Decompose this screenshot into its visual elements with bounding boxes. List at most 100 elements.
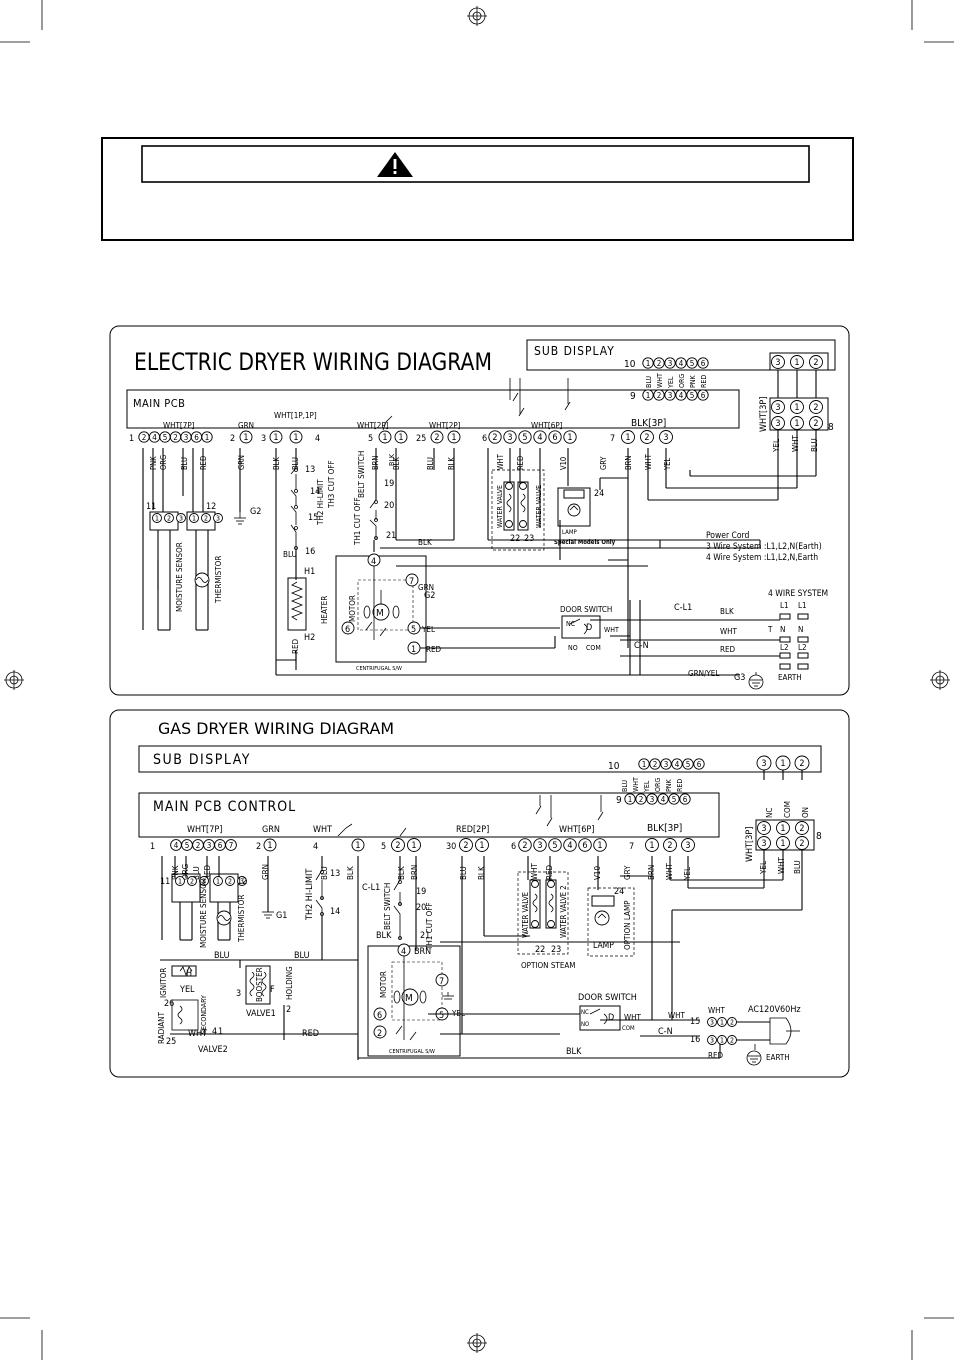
electric-c2pb-num: 25	[416, 434, 426, 444]
electric-wire-yel: YEL	[421, 625, 435, 634]
connector-pin	[693, 758, 705, 770]
electric-conn-blk3p: BLK[3P]	[631, 418, 666, 429]
connector-pin-label: 4	[661, 795, 666, 804]
gas-motor-m: M	[405, 993, 413, 1004]
gas-diagram: GAS DRYER WIRING DIAGRAM SUB DISPLAY MAI…	[109, 709, 850, 1078]
connector-pin-label: 5	[185, 841, 190, 850]
electric-g3-label: G3	[734, 673, 745, 683]
wire-color-label: YEL	[667, 376, 675, 389]
wire-color-label: BLU	[621, 780, 629, 792]
connector-pin	[518, 838, 532, 852]
electric-ground-g2	[234, 512, 246, 525]
connector-pin-label: 3	[668, 359, 673, 368]
connector-pin-label: 2	[657, 391, 662, 400]
gas-red2p-num: 30	[446, 842, 456, 852]
electric-conn-wht1p: WHT[1P,1P]	[274, 411, 317, 420]
connector-pin	[671, 758, 683, 770]
connector-pin-label: 3	[668, 391, 673, 400]
gas-h-label: H	[186, 969, 192, 979]
electric-door-com: COM	[586, 644, 601, 652]
wire-color-label: YEL	[643, 780, 651, 793]
gas-booster-label: BOOSTER	[255, 967, 264, 1002]
gas-door-nc: NC	[581, 1009, 589, 1016]
connector-pin	[624, 793, 636, 805]
electric-c-n: C-N	[634, 641, 649, 651]
connector-pin-label: 1	[398, 433, 403, 443]
connector-pin-label: 1	[267, 841, 272, 851]
connector-pin-label: 1	[794, 403, 799, 413]
connector-pin	[664, 389, 676, 401]
electric-num-8: 8	[828, 422, 834, 433]
connector-pin	[642, 357, 654, 369]
gas-conn-wht7p: WHT[7P]	[187, 825, 222, 835]
gas-num-24: 24	[614, 887, 624, 897]
electric-conn-grn: GRN	[238, 421, 254, 430]
connector-pin-label: 1	[780, 839, 785, 849]
connector-pin-label: 2	[463, 841, 468, 851]
electric-diagram: ELECTRIC DRYER WIRING DIAGRAM SUB DISPLA…	[109, 325, 850, 696]
connector-pin	[176, 513, 186, 523]
gas-motor-symbol	[401, 988, 419, 1006]
connector-pin	[175, 876, 185, 886]
gas-wire-wht-ign: WHT	[188, 1029, 207, 1039]
gas-right-on: ON	[801, 807, 810, 818]
electric-grn-num: 2	[230, 434, 235, 444]
connector-pin-label: 1	[216, 878, 220, 886]
electric-title: ELECTRIC DRYER WIRING DIAGRAM	[134, 348, 492, 376]
wire-color-label: PNK	[689, 374, 697, 388]
connector-pin	[638, 758, 650, 770]
wire-color-label: BLK	[477, 866, 486, 880]
gas-conn-wht: WHT	[313, 825, 332, 835]
connector-pin	[717, 1017, 727, 1027]
connector-pin	[199, 876, 209, 886]
electric-panel-frame	[109, 325, 850, 696]
connector-pin-label: 3	[710, 1019, 714, 1027]
electric-right-conn-label: WHT[3P]	[759, 397, 769, 432]
electric-n-a: N	[780, 625, 785, 634]
connector-pin-label: 1	[720, 1037, 724, 1045]
electric-sub-display-label: SUB DISPLAY	[534, 344, 615, 358]
connector-pin-label: 3	[663, 433, 668, 443]
electric-c2p-num: 5	[368, 434, 373, 444]
connector-pin-label: 3	[507, 433, 512, 443]
connector-pin-label: 3	[775, 419, 780, 429]
electric-water-valve-2: WATER VALVE	[535, 485, 543, 528]
wire-color-label: BLU	[320, 866, 329, 880]
gas-num-11: 11	[160, 877, 170, 887]
wire-color-label: BLU	[192, 866, 201, 880]
connector-pin	[152, 513, 162, 523]
gas-connector-wht: 1	[351, 838, 365, 852]
gas-sub-display-box	[138, 745, 822, 773]
connector-pin	[640, 430, 654, 444]
connector-pin	[727, 1035, 737, 1045]
connector-pin	[771, 355, 785, 369]
gas-num-22: 22	[535, 945, 545, 955]
electric-c3p-num: 7	[610, 434, 615, 444]
connector-pin	[563, 430, 577, 444]
electric-right-wire-yel: YEL	[772, 439, 781, 453]
gas-valve2-label: VALVE2	[198, 1045, 228, 1055]
gas-right-nc: NC	[765, 808, 774, 818]
electric-motor-5: 5	[411, 625, 416, 635]
gas-num-2: 2	[286, 1005, 291, 1015]
connector-pin	[269, 430, 283, 444]
electric-t-label: T	[767, 625, 773, 634]
connector-pin-label: 2	[730, 1019, 734, 1027]
gas-plug-icon	[754, 1017, 800, 1050]
connector-pin-label: 3	[775, 403, 780, 413]
gas-wire-wht-cn: WHT	[668, 1011, 686, 1020]
gas-num-26: 26	[164, 999, 174, 1009]
connector-pin-label: 1	[646, 391, 651, 400]
connector-pin-label: 3	[710, 1037, 714, 1045]
gas-centrifugal-label: CENTRIFUGAL S/W	[389, 1049, 435, 1055]
gas-plug-red: RED	[708, 1051, 724, 1060]
connector-pin	[663, 838, 677, 852]
connector-pin	[391, 838, 405, 852]
gas-earth-icon	[746, 1050, 762, 1066]
